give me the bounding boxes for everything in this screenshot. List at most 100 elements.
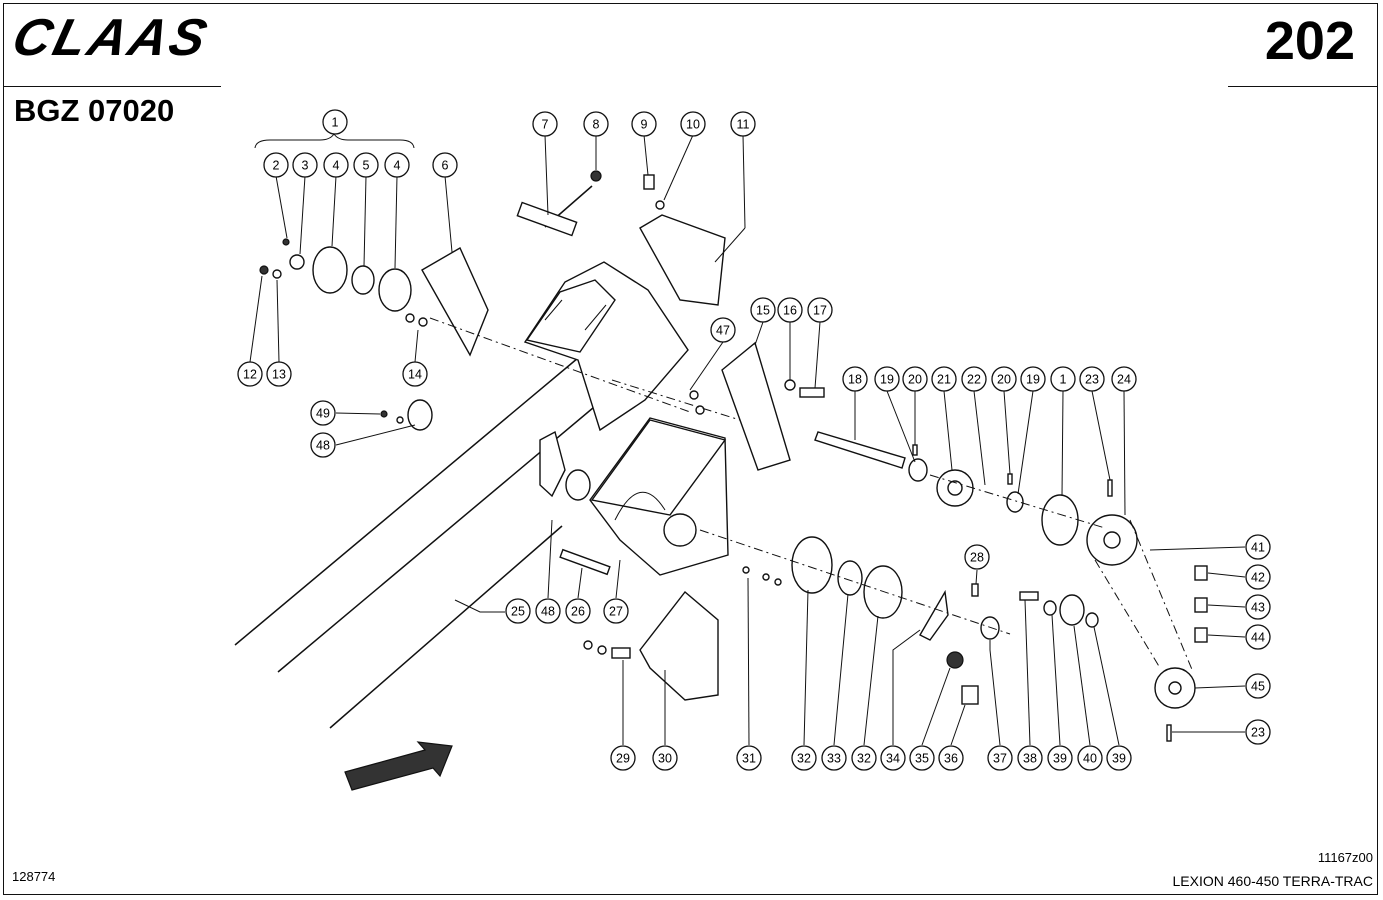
callout-label: 4: [333, 159, 340, 173]
callout-8: 8: [583, 111, 609, 137]
callout-16: 16: [777, 297, 803, 323]
callout-label: 36: [944, 752, 958, 766]
callout-9: 9: [631, 111, 657, 137]
callout-label: 45: [1251, 680, 1265, 694]
callout-7: 7: [532, 111, 558, 137]
callout-label: 42: [1251, 571, 1265, 585]
centre-lines: [429, 317, 1106, 635]
callout-label: 26: [571, 605, 585, 619]
sprocket-45: [1154, 667, 1196, 709]
callout-label: 43: [1251, 601, 1265, 615]
model-name: LEXION 460-450 TERRA-TRAC: [1172, 873, 1373, 889]
callout-label: 39: [1112, 752, 1126, 766]
callout-15: 15: [750, 297, 776, 323]
callout-label: 39: [1053, 752, 1067, 766]
callout-24: 24: [1111, 366, 1137, 392]
callout-1: 1: [322, 109, 348, 135]
callout-48: 48: [535, 598, 561, 624]
callout-36: 36: [938, 745, 964, 771]
callout-4: 4: [384, 152, 410, 178]
callout-37: 37: [987, 745, 1013, 771]
callout-label: 10: [686, 118, 700, 132]
callout-label: 7: [542, 118, 549, 132]
callout-label: 30: [658, 752, 672, 766]
drawing-id: 11167z00: [1317, 850, 1373, 865]
sprocket-21: [936, 469, 974, 507]
callout-label: 18: [848, 373, 862, 387]
callout-label: 38: [1023, 752, 1037, 766]
callout-label: 1: [1060, 373, 1067, 387]
callout-label: 16: [783, 304, 797, 318]
callout-label: 15: [756, 304, 770, 318]
callout-label: 20: [997, 373, 1011, 387]
page-frame: [3, 3, 1378, 895]
callout-label: 48: [316, 439, 330, 453]
callout-label: 8: [593, 118, 600, 132]
callout-12: 12: [237, 361, 263, 387]
callout-label: 23: [1251, 726, 1265, 740]
callout-label: 14: [408, 368, 422, 382]
callout-label: 17: [813, 304, 827, 318]
callout-31: 31: [736, 745, 762, 771]
callout-label: 11: [737, 118, 750, 132]
group-code: BGZ 07020: [14, 93, 175, 128]
upper-housing: [523, 261, 689, 432]
callout-label: 22: [967, 373, 981, 387]
callout-41: 41: [1245, 534, 1271, 560]
callout-42: 42: [1245, 564, 1271, 590]
sprocket-24: [1086, 514, 1138, 566]
callout-21: 21: [931, 366, 957, 392]
callout-45: 45: [1245, 673, 1271, 699]
callout-35: 35: [909, 745, 935, 771]
callout-label: 31: [742, 752, 756, 766]
callout-label: 37: [993, 752, 1007, 766]
callout-20: 20: [991, 366, 1017, 392]
lower-housing: [589, 417, 729, 576]
callout-label: 1: [332, 116, 339, 130]
callout-28: 28: [964, 544, 990, 570]
callout-label: 19: [1026, 373, 1040, 387]
group-bracket: [254, 133, 415, 149]
callout-label: 23: [1085, 373, 1099, 387]
callout-27: 27: [603, 598, 629, 624]
callout-label: 2: [273, 159, 280, 173]
pin-7: [516, 185, 593, 237]
callout-38: 38: [1017, 745, 1043, 771]
callout-43: 43: [1245, 594, 1271, 620]
callout-33: 33: [821, 745, 847, 771]
callout-17: 17: [807, 297, 833, 323]
callout-48: 48: [310, 432, 336, 458]
leader-lines: [249, 134, 1246, 746]
callout-22: 22: [961, 366, 987, 392]
callout-4: 4: [323, 152, 349, 178]
callout-49: 49: [310, 400, 336, 426]
direction-arrow-icon: [344, 741, 453, 791]
callout-label: 6: [442, 159, 449, 173]
callout-25: 25: [505, 598, 531, 624]
callout-19: 19: [874, 366, 900, 392]
callout-29: 29: [610, 745, 636, 771]
callout-label: 13: [272, 368, 286, 382]
callout-5: 5: [353, 152, 379, 178]
bracket-48: [539, 430, 566, 498]
callout-label: 35: [915, 752, 929, 766]
callout-label: 27: [609, 605, 623, 619]
callout-23: 23: [1245, 719, 1271, 745]
bracket-30: [639, 590, 719, 701]
shaft-18: [814, 431, 906, 469]
callout-32: 32: [851, 745, 877, 771]
callout-label: 34: [886, 752, 900, 766]
callout-34: 34: [880, 745, 906, 771]
callout-14: 14: [402, 361, 428, 387]
callout-1: 1: [1050, 366, 1076, 392]
callout-label: 28: [970, 551, 984, 565]
callout-label: 44: [1251, 631, 1265, 645]
callout-label: 21: [937, 373, 951, 387]
plate-6: [421, 247, 489, 357]
callout-label: 41: [1251, 541, 1265, 555]
callout-label: 9: [641, 118, 648, 132]
callout-32: 32: [791, 745, 817, 771]
callout-label: 29: [616, 752, 630, 766]
